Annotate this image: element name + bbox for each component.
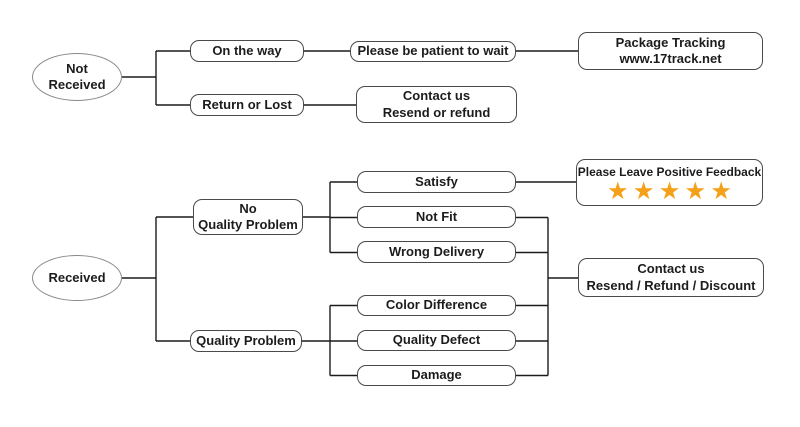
connector-quality-fanout [302,304,357,377]
not-fit-node: Not Fit [357,206,516,228]
damage-node: Damage [357,365,516,386]
satisfy-node: Satisfy [357,171,516,193]
color-difference-node: Color Difference [357,295,516,316]
no-quality-problem-node: No Quality Problem [193,199,303,235]
return-or-lost-node: Return or Lost [190,94,304,116]
connector-not-received-branch [122,50,578,106]
wrong-delivery-node: Wrong Delivery [357,241,516,263]
connector-no-quality-fanout [303,181,357,254]
positive-feedback-node: Please Leave Positive Feedback ★★★★★ [576,159,763,206]
connector-received-branch [122,216,193,342]
received-node: Received [32,255,122,301]
contact-resend-refund-node: Contact us Resend or refund [356,86,517,123]
please-wait-node: Please be patient to wait [350,41,516,62]
connector-right-collector [516,181,578,377]
quality-problem-node: Quality Problem [190,330,302,352]
five-star-rating-icons: ★★★★★ [608,179,738,203]
contact-resend-refund-discount-node: Contact us Resend / Refund / Discount [578,258,764,297]
quality-defect-node: Quality Defect [357,330,516,351]
positive-feedback-label: Please Leave Positive Feedback [577,164,762,179]
not-received-node: Not Received [32,53,122,101]
on-the-way-node: On the way [190,40,304,62]
package-tracking-node: Package Tracking www.17track.net [578,32,763,70]
